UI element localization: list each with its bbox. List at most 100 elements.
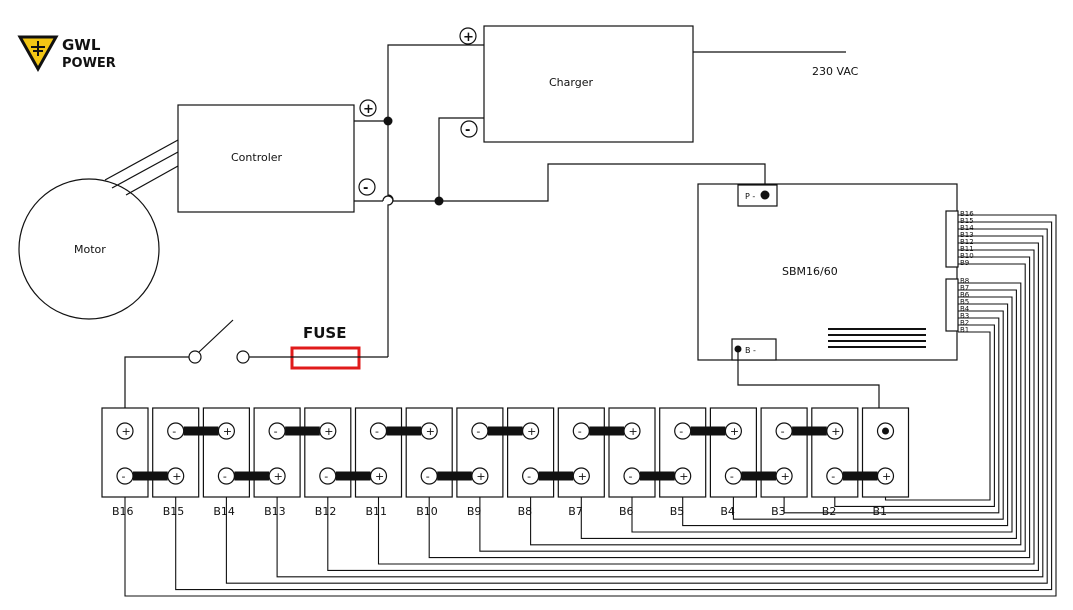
bms-connector-upper [945, 210, 959, 268]
svg-text:-: - [831, 470, 835, 483]
svg-text:+: + [781, 470, 790, 483]
bms-pin-b13: B13 [960, 231, 974, 239]
battery-label: B3 [771, 505, 786, 518]
charger-plus-terminal [459, 27, 477, 45]
bms-b-terminal-box [731, 338, 777, 361]
svg-text:+: + [274, 470, 283, 483]
sense-wire [377, 249, 1035, 565]
battery-label: B2 [822, 505, 837, 518]
sense-wire [783, 317, 1000, 514]
sense-wire [327, 242, 1039, 571]
battery-cell-b9: B9-+ [456, 407, 504, 518]
svg-text:-: - [476, 425, 480, 438]
sense-wire [479, 263, 1026, 552]
svg-text:+: + [426, 425, 435, 438]
sense-wire [580, 289, 1017, 539]
bms-pin-b11: B11 [960, 245, 974, 253]
switch-contact-right [236, 350, 250, 364]
bms-pin-b15: B15 [960, 217, 974, 225]
battery-cell-b10: B10 + - [405, 407, 453, 518]
bms-pin-b7: B7 [960, 284, 969, 292]
bms-connector-lower [945, 278, 959, 332]
charger-plus-sign: + [463, 30, 474, 45]
bms-pin-b12: B12 [960, 238, 974, 246]
bms-pin-b10: B10 [960, 252, 974, 260]
charger-box [483, 25, 694, 143]
battery-label: B10 [416, 505, 438, 518]
motor-label: Motor [74, 243, 106, 256]
svg-text:+: + [831, 425, 840, 438]
bms-p-terminal-label: P - [745, 192, 755, 201]
svg-text:-: - [122, 470, 126, 483]
svg-text:+: + [375, 470, 384, 483]
battery-label: B4 [720, 505, 735, 518]
bms-pin-b2: B2 [960, 319, 969, 327]
battery-cell-b7: B7 - + [557, 407, 605, 518]
plus-terminal-icon [116, 422, 134, 440]
controller-plus-sign: + [363, 102, 374, 117]
battery-cell-b12: B12+- [304, 407, 352, 518]
svg-text:+: + [324, 425, 333, 438]
svg-text:-: - [527, 470, 531, 483]
svg-text:-: - [629, 470, 633, 483]
charger-label: Charger [549, 76, 593, 89]
controller-box [177, 104, 355, 213]
svg-text:-: - [426, 470, 430, 483]
svg-text:+: + [629, 425, 638, 438]
svg-text:+: + [476, 470, 485, 483]
svg-text:-: - [578, 425, 582, 438]
bms-pin-b16: B16 [960, 210, 974, 218]
svg-text:-: - [679, 425, 683, 438]
bms-pin-b5: B5 [960, 298, 969, 306]
battery-label: B6 [619, 505, 634, 518]
bms-p-terminal-box [737, 184, 778, 207]
bms-stripes [828, 328, 926, 348]
svg-text:+: + [578, 470, 587, 483]
battery-cell-b3: B3-+ [760, 407, 808, 518]
sense-wire [225, 228, 1048, 584]
battery-cell-b14: B14+- [202, 407, 250, 518]
sense-wire [732, 310, 1004, 520]
switch-contact-left [188, 350, 202, 364]
battery-pack: B16+-B15-+B14+-B13-+B12+-B11-+B10+-B9-+B… [101, 407, 910, 518]
svg-text:+: + [882, 470, 891, 483]
bms-sense-pins-lower: B8 B7 B6 B5 B4 B3 B2 B1 [960, 277, 970, 334]
battery-cell-b2: B2 + - [811, 407, 859, 518]
battery-label: B8 [518, 505, 533, 518]
svg-text:+: + [122, 425, 131, 438]
bms-box [697, 183, 958, 361]
svg-text:+: + [730, 425, 739, 438]
battery-cell-b4: B4+- [709, 407, 758, 518]
motor-circle [18, 178, 160, 320]
battery-label: B15 [163, 505, 185, 518]
sense-wire [175, 221, 1053, 591]
bms-pin-b14: B14 [960, 224, 974, 232]
bms-pin-b8: B8 [960, 277, 969, 285]
battery-cell-b6: B6 + - [608, 407, 656, 518]
sense-wire [428, 256, 1031, 559]
battery-cell-b13: B13-+ [253, 407, 301, 518]
battery-label: B5 [670, 505, 685, 518]
svg-text:-: - [375, 425, 379, 438]
charger-minus-terminal [460, 120, 478, 138]
controller-label: Controler [231, 151, 283, 164]
bms-pin-b1: B1 [960, 326, 969, 334]
busbars [133, 426, 878, 481]
svg-text:+: + [527, 425, 536, 438]
svg-text:-: - [223, 470, 227, 483]
gwl-power-logo: GWL POWER [17, 35, 116, 73]
controller-minus-sign: - [363, 181, 368, 196]
battery-cell-b16: B16+- [101, 407, 149, 518]
bms-label: SBM16/60 [782, 265, 838, 278]
ac-input-label: 230 VAC [812, 65, 859, 78]
fuse-marker [290, 346, 361, 370]
battery-label: B7 [568, 505, 583, 518]
svg-text:+: + [172, 470, 181, 483]
bms-pin-b3: B3 [960, 312, 969, 320]
battery-cell-b1: B1 + [861, 407, 910, 518]
bms-pin-b4: B4 [960, 305, 970, 313]
battery-label: B1 [873, 505, 888, 518]
battery-label: B13 [264, 505, 286, 518]
bms-b-terminal-label: B - [745, 346, 756, 355]
